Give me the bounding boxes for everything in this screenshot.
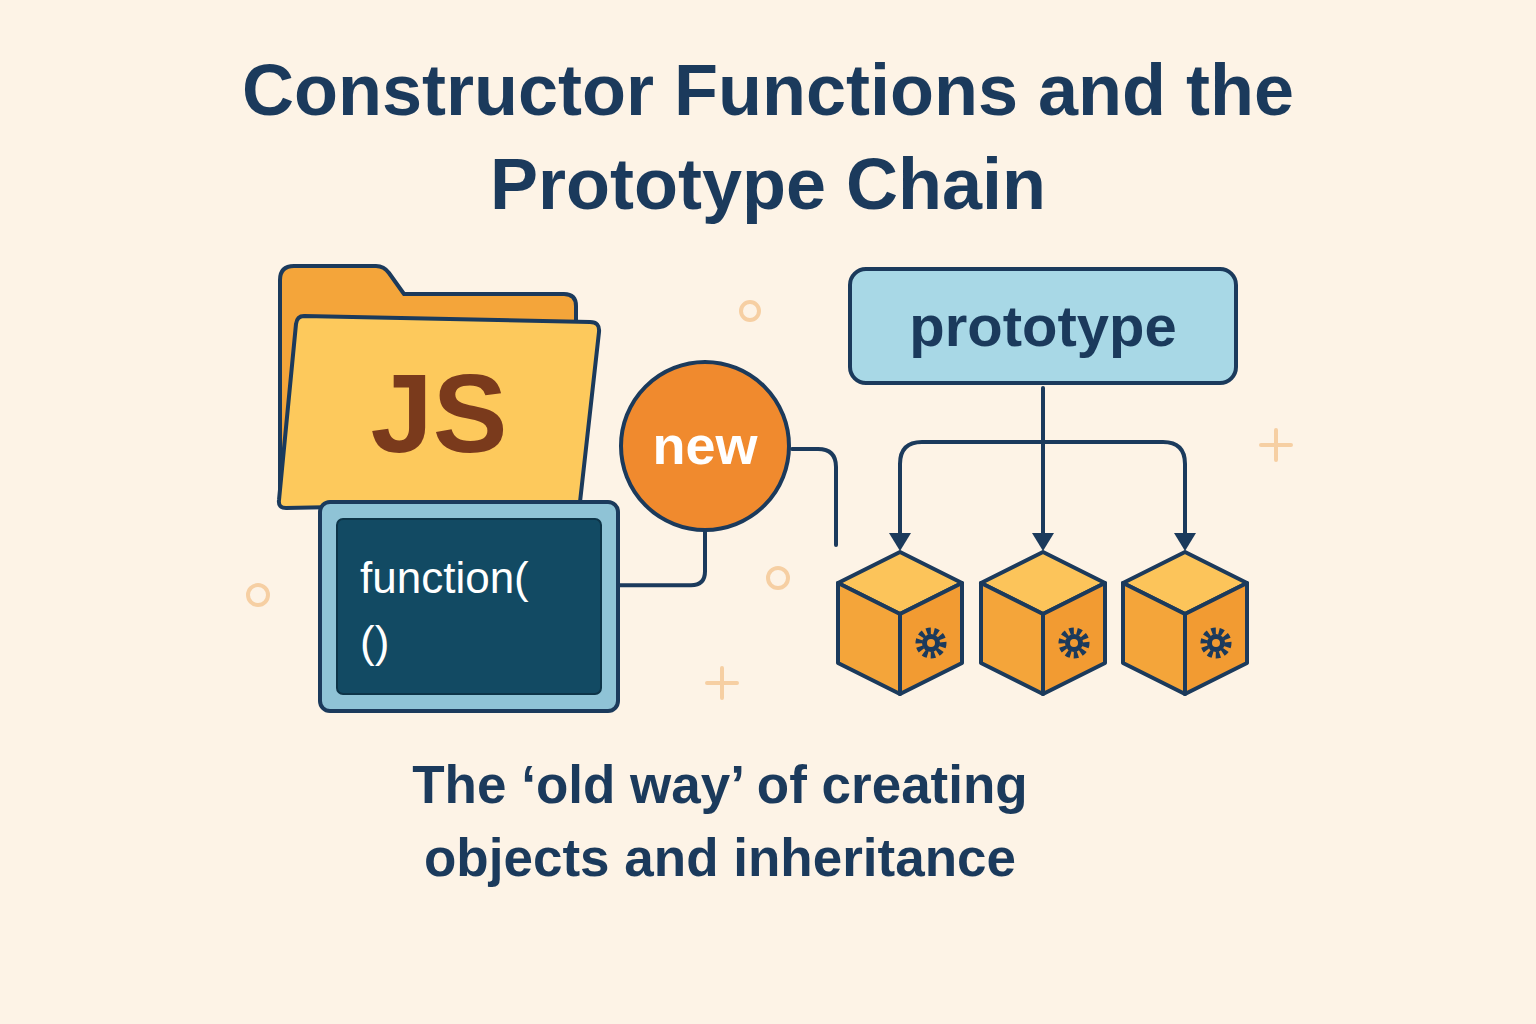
object-cube: [838, 552, 962, 694]
new-circle: new: [619, 360, 791, 532]
object-cube: [1123, 552, 1247, 694]
gear-icon: [1204, 631, 1228, 655]
arrow-heads: [889, 533, 1196, 551]
title-text: Constructor Functions and the Prototype …: [213, 44, 1323, 231]
caption-text: The ‘old way’ of creating objects and in…: [320, 748, 1120, 894]
node-label: JS: [371, 358, 508, 470]
connector: [620, 532, 705, 585]
caption-block: The ‘old way’ of creating objects and in…: [320, 748, 1120, 894]
code-screen: function( (): [336, 518, 602, 695]
code-text: function( (): [360, 546, 550, 674]
title-block: Constructor Functions and the Prototype …: [0, 44, 1536, 231]
object-cubes: [838, 552, 1247, 694]
node-label: prototype: [909, 294, 1176, 358]
prototype-arrows: [900, 388, 1185, 536]
object-cube: [981, 552, 1105, 694]
gear-icon: [1062, 631, 1086, 655]
js-folder: JS: [272, 258, 606, 516]
instance-link: [792, 449, 836, 545]
prototype-box: prototype: [848, 267, 1238, 385]
code-box: function( (): [318, 500, 620, 713]
node-label: new: [652, 416, 757, 475]
gear-icon: [919, 631, 943, 655]
